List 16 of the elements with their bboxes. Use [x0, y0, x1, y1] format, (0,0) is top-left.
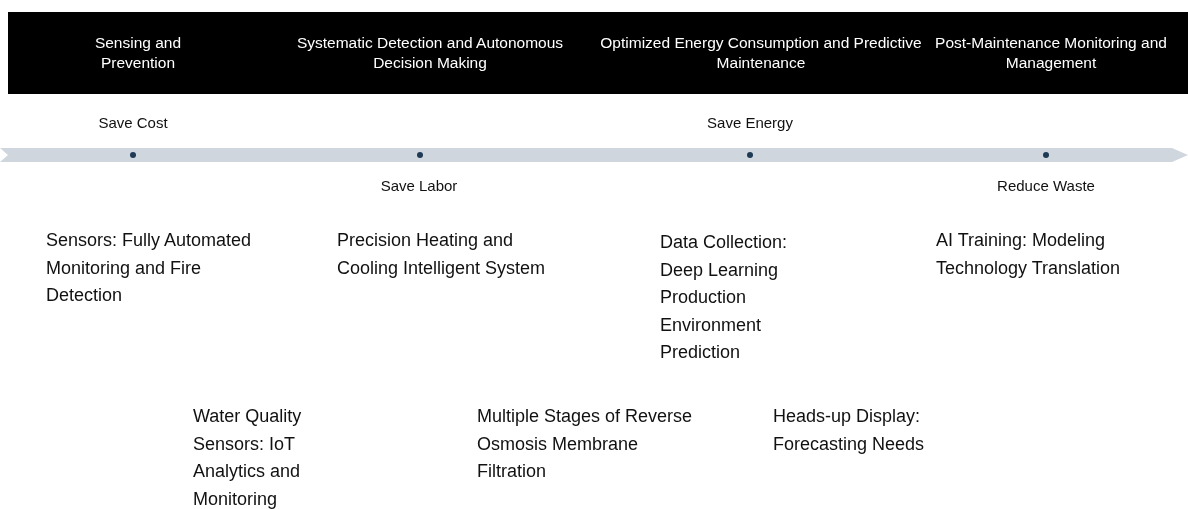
description-text: AI Training: Modeling Technology Translation: [936, 229, 1122, 280]
description-text: Sensors: Fully Automated Monitoring and Fire Detection: [46, 229, 253, 307]
description-text: Water Quality Sensors: IoT Analytics and Monitoring: [193, 405, 303, 509]
description-text: Precision Heating and Cooling Intelligent System: [337, 229, 547, 280]
phase-heading: Sensing and Prevention: [93, 33, 183, 73]
benefit-label: Save Energy: [707, 114, 793, 131]
phase-heading: Systematic Detection and Autonomous Decision Making: [295, 33, 565, 73]
phase-heading: Optimized Energy Consumption and Predictive Maintenance: [599, 33, 923, 73]
description-text: Multiple Stages of Reverse Osmosis Membrane Filtration: [477, 405, 694, 483]
description-text: Heads-up Display: Forecasting Needs: [773, 405, 926, 456]
phase-heading: Post-Maintenance Monitoring and Management: [934, 33, 1168, 73]
benefit-label: Save Cost: [98, 114, 168, 131]
benefit-label: Reduce Waste: [997, 177, 1095, 194]
header-bar: [8, 12, 1188, 94]
description-text: Data Collection: Deep Learning Production Environment Prediction: [660, 231, 789, 364]
benefit-label: Save Labor: [380, 177, 458, 194]
